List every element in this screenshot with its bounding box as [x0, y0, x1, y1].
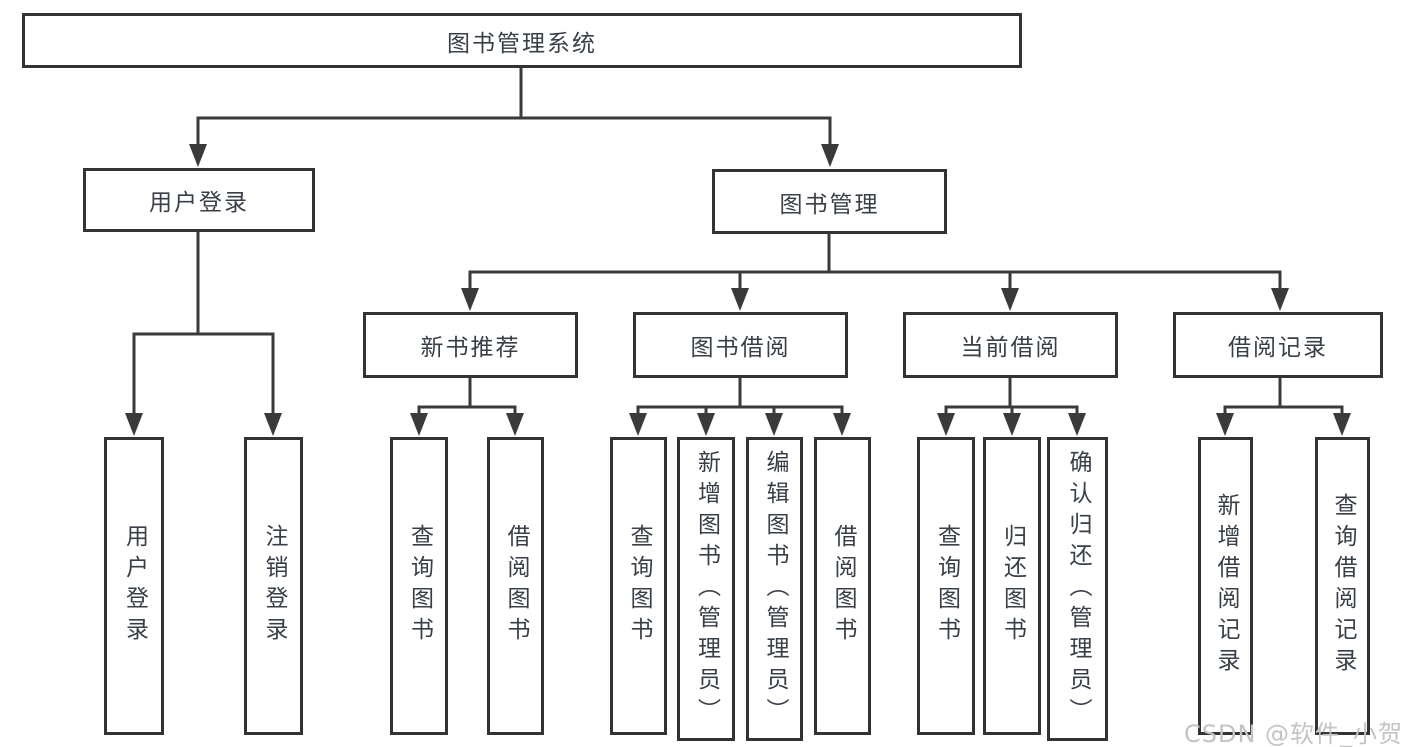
node-v-user-login: 用户登录	[104, 437, 164, 735]
arrow-v-borrow-1	[506, 413, 524, 436]
node-new-book-recommend: 新书推荐	[363, 312, 578, 378]
node-v-borrow-book-1: 借阅图书	[487, 437, 544, 735]
node-v-logout: 注销登录	[244, 437, 303, 735]
node-book-borrow-label: 图书借阅	[690, 335, 791, 361]
node-new-book-recommend-label: 新书推荐	[420, 335, 521, 361]
connector-userlogin-rail	[132, 332, 275, 420]
node-current-borrow: 当前借阅	[903, 312, 1118, 378]
arrow-v-borrow-2	[833, 413, 851, 436]
node-v-query-book-2-label: 查询图书	[626, 524, 652, 648]
arrow-bookborrow	[731, 288, 749, 311]
watermark-text: CSDN @软件_小贺同学	[1184, 720, 1405, 747]
connector-level2-rail	[196, 116, 832, 150]
arrow-v-user-login	[125, 413, 143, 436]
connector-records-rail	[1223, 405, 1344, 420]
node-v-logout-label: 注销登录	[261, 524, 287, 648]
node-v-query-record: 查询借阅记录	[1315, 437, 1370, 735]
node-v-user-login-label: 用户登录	[121, 524, 148, 648]
arrow-v-logout	[264, 413, 282, 436]
node-v-query-record-label: 查询借阅记录	[1330, 493, 1356, 679]
node-v-query-book-3: 查询图书	[917, 437, 975, 735]
arrowheads	[125, 144, 1351, 436]
arrow-records	[1271, 288, 1289, 311]
connector-level3-rail	[468, 270, 1282, 294]
connector-newbook-rail	[417, 405, 517, 420]
node-book-mgmt-label: 图书管理	[779, 191, 880, 218]
node-v-confirm-return-label: 确认归还（管理员）	[1065, 449, 1091, 729]
node-v-query-book-3-label: 查询图书	[933, 524, 960, 648]
arrow-user-login	[189, 144, 207, 167]
node-v-edit-book-label: 编辑图书（管理员）	[762, 449, 788, 729]
arrow-newbook	[461, 288, 479, 311]
node-v-add-book: 新增图书（管理员）	[677, 437, 735, 741]
node-book-borrow: 图书借阅	[633, 312, 848, 378]
node-v-borrow-book-1-label: 借阅图书	[503, 524, 529, 648]
node-root: 图书管理系统	[22, 13, 1022, 68]
node-v-add-record-label: 新增借阅记录	[1213, 493, 1239, 679]
arrow-v-return	[1003, 413, 1021, 436]
node-v-edit-book: 编辑图书（管理员）	[746, 437, 803, 741]
arrow-v-query-2	[629, 413, 647, 436]
connector-bookborrow-rail	[636, 405, 844, 420]
node-v-borrow-book-2-label: 借阅图书	[830, 524, 856, 648]
node-book-mgmt: 图书管理	[712, 169, 947, 234]
arrow-v-edit-book	[765, 413, 783, 436]
arrow-v-query-3	[937, 413, 955, 436]
arrow-currentborrow	[1001, 288, 1019, 311]
node-v-query-book-2: 查询图书	[610, 437, 667, 735]
node-v-borrow-book-2: 借阅图书	[814, 437, 871, 735]
node-v-add-book-label: 新增图书（管理员）	[693, 449, 720, 729]
node-v-confirm-return: 确认归还（管理员）	[1047, 437, 1108, 741]
arrow-v-add-book	[697, 413, 715, 436]
node-borrow-records: 借阅记录	[1173, 312, 1383, 378]
node-current-borrow-label: 当前借阅	[960, 335, 1061, 361]
arrow-v-confirm-return	[1068, 413, 1086, 436]
node-user-login: 用户登录	[83, 168, 315, 232]
node-v-return-book-label: 归还图书	[999, 524, 1026, 648]
arrow-v-query-record	[1333, 413, 1351, 436]
node-v-query-book-1-label: 查询图书	[406, 524, 433, 648]
node-borrow-records-label: 借阅记录	[1228, 335, 1328, 361]
node-root-label: 图书管理系统	[447, 30, 597, 57]
node-v-add-record: 新增借阅记录	[1198, 437, 1253, 735]
arrow-v-query-1	[410, 413, 428, 436]
arrow-v-add-record	[1216, 413, 1234, 436]
arrow-book-mgmt	[821, 144, 839, 167]
node-user-login-label: 用户登录	[149, 190, 249, 216]
node-v-query-book-1: 查询图书	[390, 437, 448, 735]
node-v-return-book: 归还图书	[983, 437, 1041, 735]
